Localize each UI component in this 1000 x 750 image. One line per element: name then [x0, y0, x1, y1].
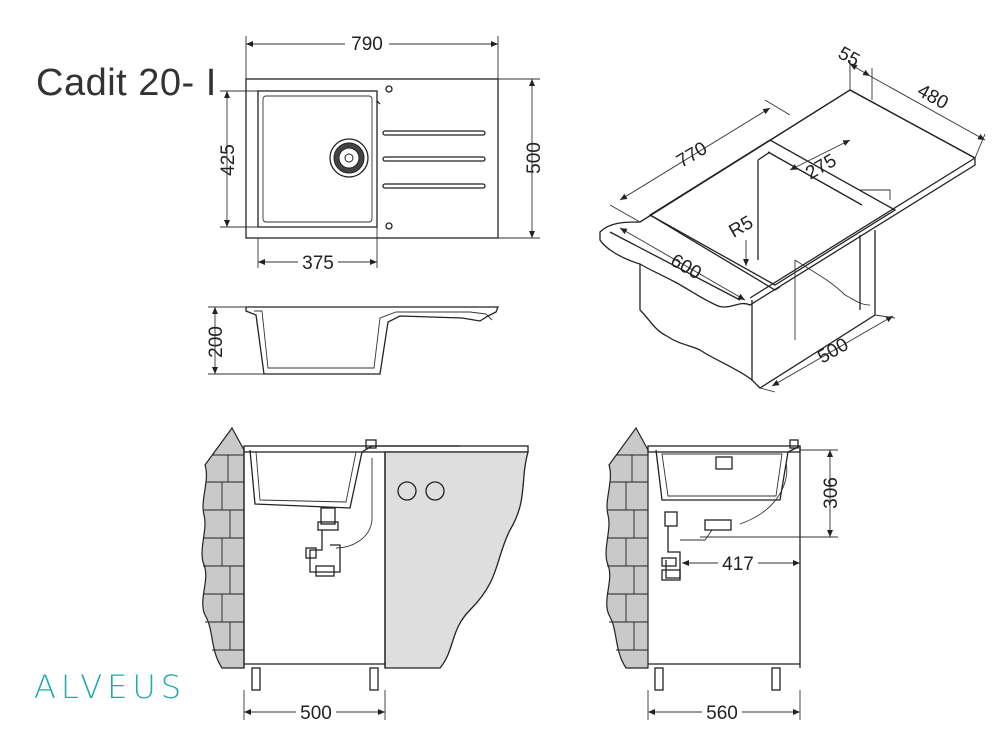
dim-275: 275	[802, 150, 840, 184]
side-installation-view: 306 417 560	[605, 426, 842, 724]
brand-logo: ALVEUS	[34, 668, 187, 706]
dim-560: 560	[706, 703, 738, 724]
dim-770: 770	[673, 138, 711, 172]
dim-200: 200	[206, 326, 227, 358]
front-installation-view: 500	[201, 426, 529, 724]
isometric-view: 770 55 480 275 R5 600 500	[599, 43, 986, 393]
dim-r5: R5	[725, 212, 757, 242]
dim-425: 425	[218, 144, 239, 176]
dim-480: 480	[914, 80, 952, 114]
siphon-icon	[305, 458, 373, 577]
top-view: 790 500 425 375	[218, 33, 545, 274]
dim-500-front: 500	[300, 703, 332, 724]
side-siphon-icon	[661, 461, 788, 581]
dim-500-iso: 500	[814, 334, 852, 368]
dim-417: 417	[722, 554, 754, 575]
section-view: 200	[206, 306, 499, 375]
dim-500-depth: 500	[524, 142, 545, 174]
product-title: Cadit 20- I	[36, 62, 217, 104]
dim-375: 375	[302, 253, 334, 274]
drain-icon	[329, 138, 369, 178]
dim-790: 790	[351, 34, 383, 55]
dim-306: 306	[821, 477, 842, 509]
dim-55: 55	[834, 43, 863, 72]
